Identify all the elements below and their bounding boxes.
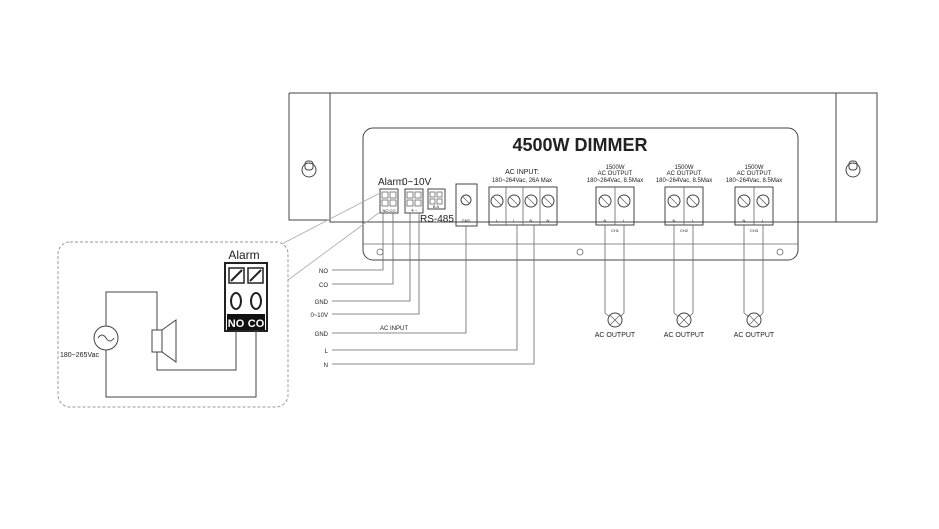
inset-alarm-label: Alarm <box>228 248 259 262</box>
dimmer-housing <box>288 92 878 261</box>
ac-in-pin-2: L <box>513 218 516 223</box>
ch3-pin-n: N <box>743 218 746 223</box>
rs485-label: RS-485 <box>420 214 454 225</box>
wire-no-label: NO <box>319 269 328 275</box>
ch2-label: CH2 <box>680 228 689 233</box>
ch1-pin-l: L <box>623 218 626 223</box>
ac-output-label-3: AC OUTPUT <box>734 332 775 339</box>
inset-voltage-label: 180~265Vac <box>60 352 99 359</box>
ac-input-spec: 180~264Vac, 26A Max <box>492 178 552 184</box>
wire-ac-input-label: AC INPUT <box>380 326 408 332</box>
ch3-power: 1500W <box>744 165 763 171</box>
dimming-terminal: + - <box>404 188 424 214</box>
output-wires <box>604 225 764 313</box>
ch2-power: 1500W <box>674 165 693 171</box>
ch3-spec: 180~264Vac, 8.5Max <box>726 178 782 184</box>
ac-output-label-2: AC OUTPUT <box>664 332 705 339</box>
ch1-label: CH1 <box>611 228 620 233</box>
buzzer-icon <box>151 319 177 363</box>
inset-no-label: NO <box>228 318 245 330</box>
ch1-spec: 180~264Vac, 8.5Max <box>587 178 643 184</box>
wire-l-label: L <box>325 349 329 355</box>
rs485-terminal: B A <box>427 188 446 210</box>
lamp-2 <box>673 312 694 328</box>
ch3-pin-l: L <box>762 218 765 223</box>
ac-output-label-1: AC OUTPUT <box>595 332 636 339</box>
gnd-terminal-label: GND <box>462 218 471 223</box>
wire-010-label: 0~10V <box>310 313 328 319</box>
rs485-terminal-pins: B A <box>433 204 440 209</box>
alarm-terminal-pins: NO CO <box>382 208 395 213</box>
wire-n-label: N <box>324 363 328 369</box>
ac-in-pin-3: N <box>530 218 533 223</box>
dimmer-title: 4500W DIMMER <box>512 135 647 155</box>
ch2-ac-output: AC OUTPUT <box>667 171 702 177</box>
inset-co-label: CO <box>248 318 265 330</box>
mount-slot-right <box>845 160 861 178</box>
ch3-ac-output: AC OUTPUT <box>737 171 772 177</box>
lamp-3 <box>743 312 764 328</box>
gnd-terminal: GND <box>455 183 478 227</box>
ch1-power: 1500W <box>605 165 624 171</box>
alarm-terminal: NO CO <box>379 188 399 214</box>
ac-input-terminal: L L N N <box>488 186 558 226</box>
ch3-label: CH3 <box>750 228 759 233</box>
mount-slot-left <box>301 160 317 178</box>
ac-source-icon <box>93 325 119 351</box>
output-channel-2: 1500W AC OUTPUT 180~264Vac, 8.5Max N L C… <box>656 165 712 233</box>
wire-co-label: CO <box>319 283 328 289</box>
ch2-spec: 180~264Vac, 8.5Max <box>656 178 712 184</box>
output-channel-3: 1500W AC OUTPUT 180~264Vac, 8.5Max N L C… <box>726 165 782 233</box>
ch1-pin-n: N <box>604 218 607 223</box>
ch1-ac-output: AC OUTPUT <box>598 171 633 177</box>
wire-gnd2-label: GND <box>315 332 329 338</box>
ch2-pin-l: L <box>692 218 695 223</box>
ac-in-pin-4: N <box>547 218 550 223</box>
ch2-pin-n: N <box>673 218 676 223</box>
wire-gnd1-label: GND <box>315 300 329 306</box>
alarm-label: Alarm <box>378 177 404 188</box>
zero-ten-label: 0~10V <box>402 177 432 188</box>
ac-in-pin-1: L <box>496 218 499 223</box>
lamp-1 <box>604 312 625 328</box>
dimming-terminal-pins: + - <box>411 208 417 214</box>
control-wires <box>332 213 535 365</box>
output-channel-1: 1500W AC OUTPUT 180~264Vac, 8.5Max N L C… <box>587 165 643 233</box>
ac-input-heading: AC INPUT: <box>505 169 539 176</box>
alarm-inset: Alarm NO CO 180~265Vac <box>57 192 381 408</box>
